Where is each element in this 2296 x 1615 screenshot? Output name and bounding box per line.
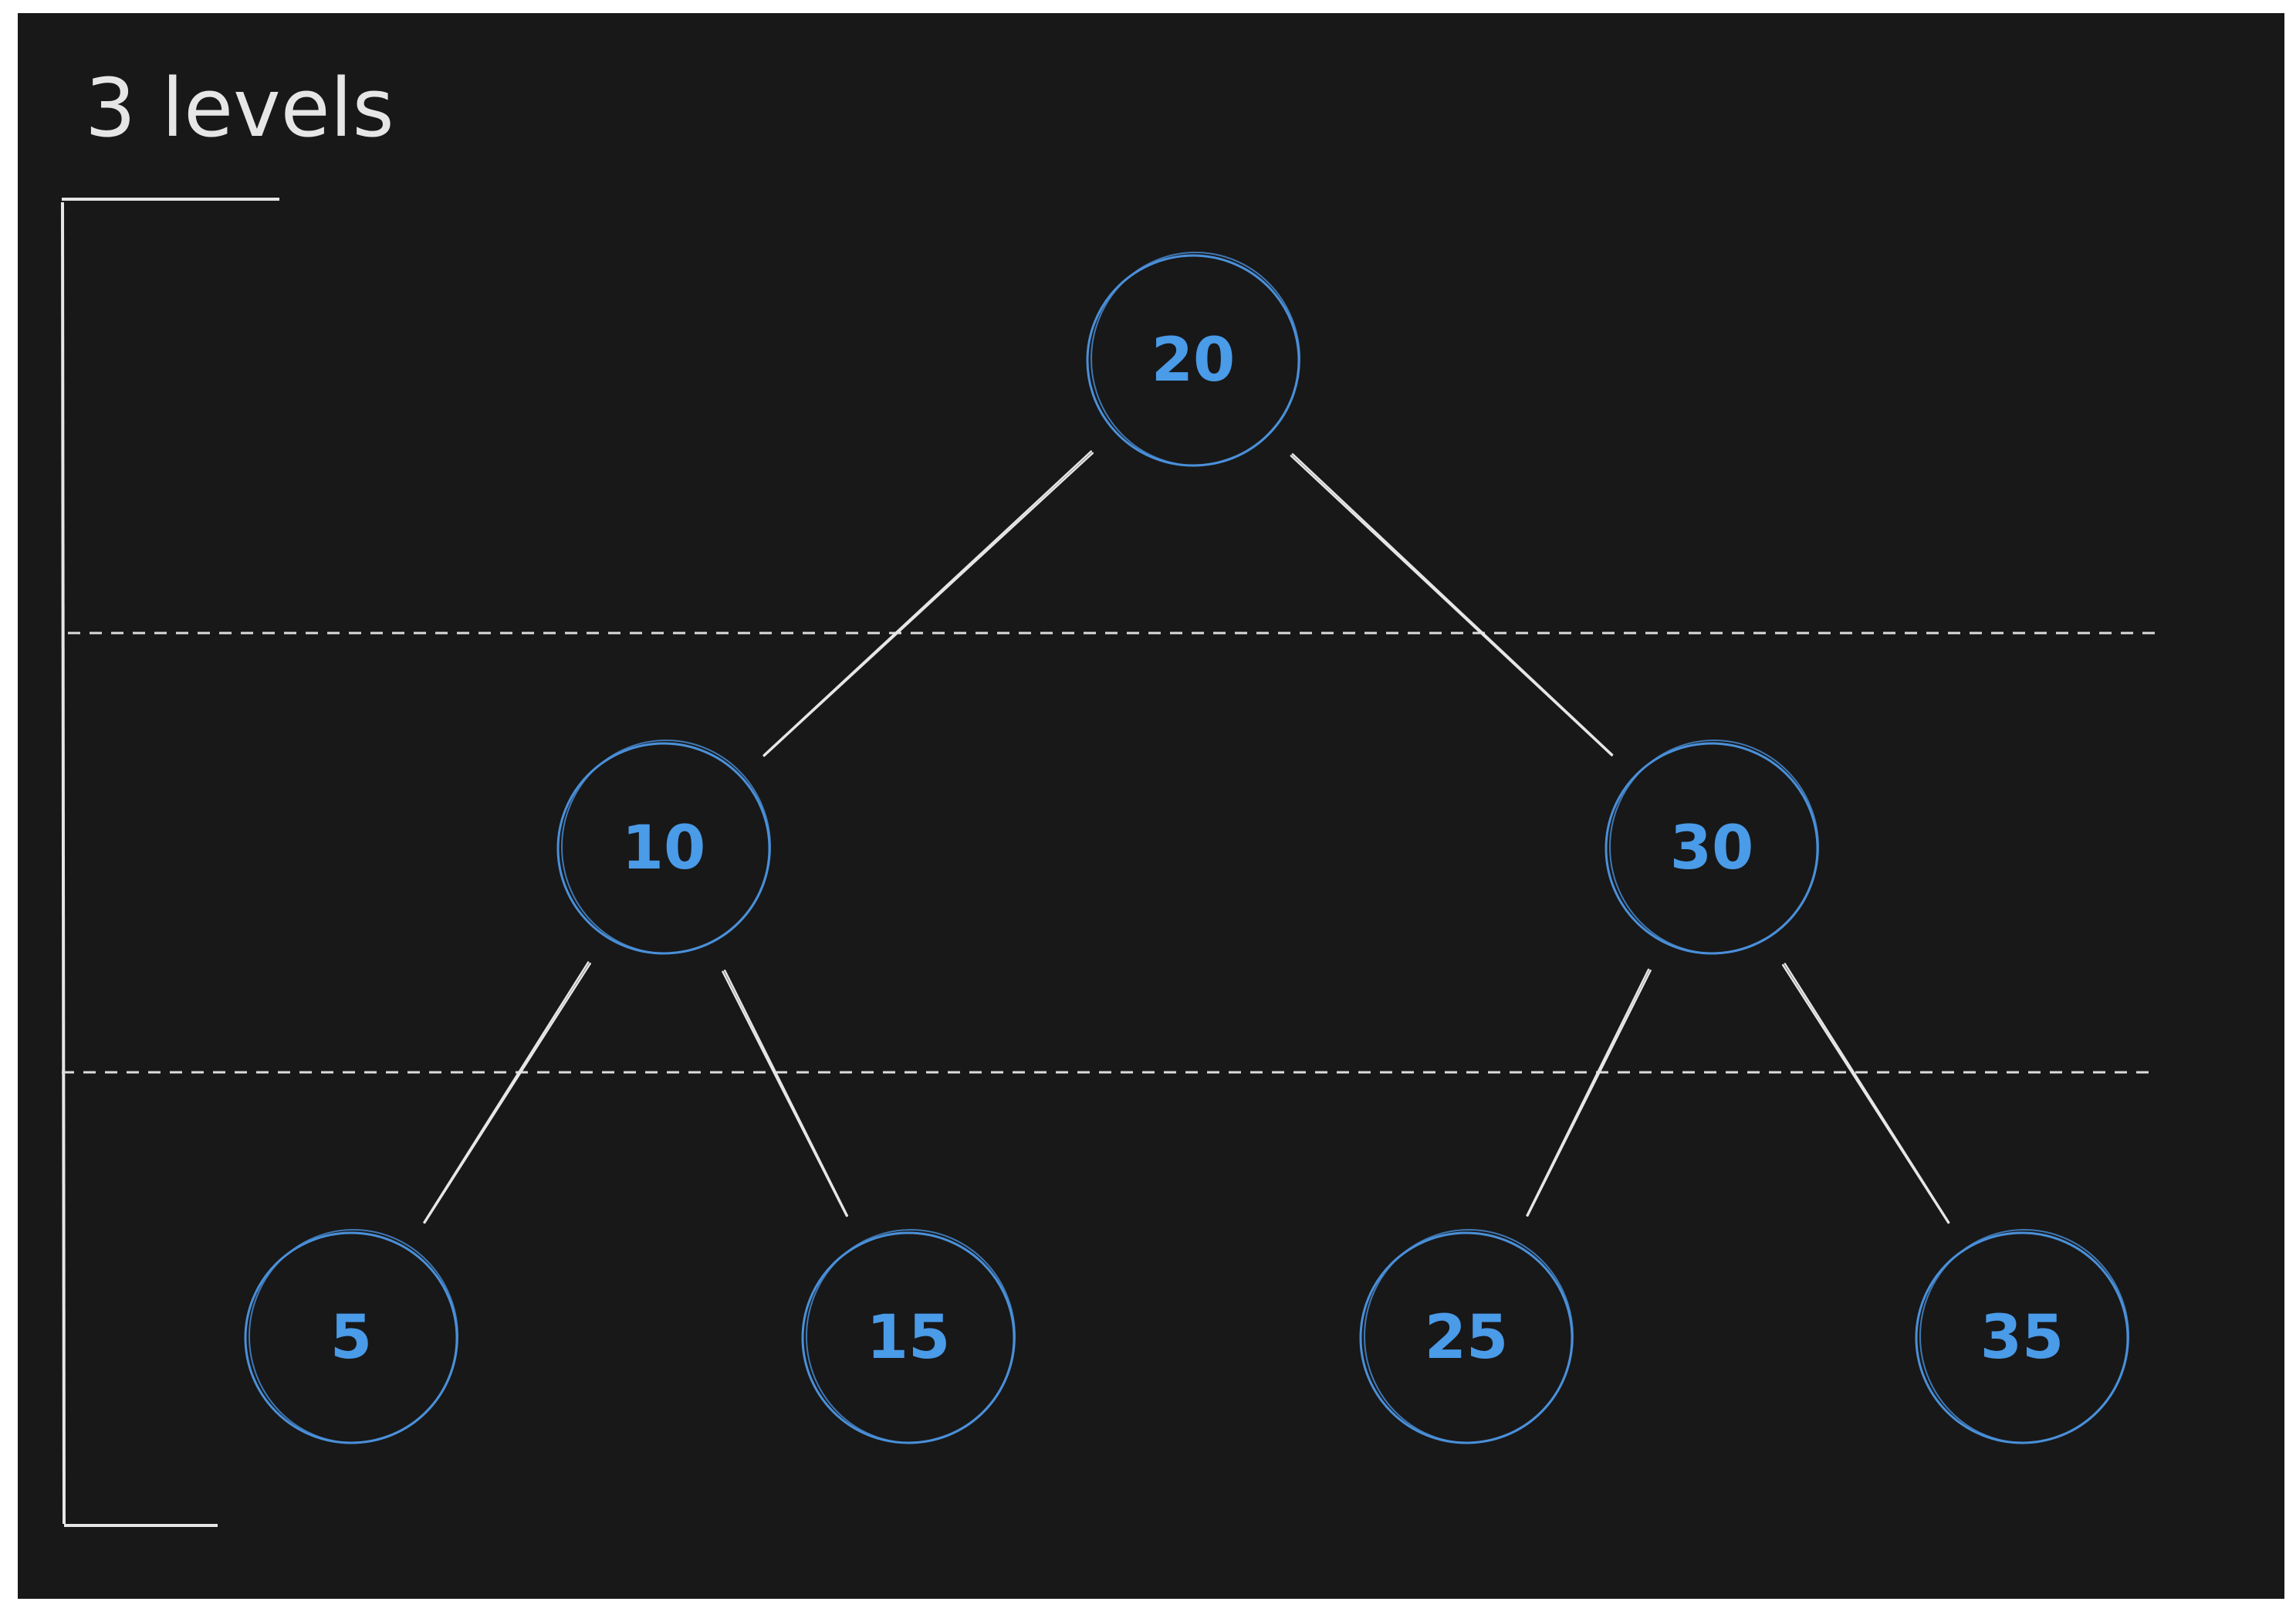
node-circle-sketch xyxy=(249,1229,458,1444)
node-35: 35 xyxy=(1915,1229,2129,1444)
tree-edges xyxy=(423,450,1950,1224)
title-label: 3 levels xyxy=(85,61,394,155)
node-10: 10 xyxy=(556,740,771,955)
node-30: 30 xyxy=(1604,740,1819,955)
edge-30-25 xyxy=(1526,968,1650,1217)
node-20: 20 xyxy=(1086,252,1300,467)
level-dividers xyxy=(62,631,2161,1074)
node-circle-sketch xyxy=(1364,1229,1574,1444)
node-5: 5 xyxy=(244,1229,458,1444)
node-label: 10 xyxy=(622,814,706,883)
edge-10-5 xyxy=(423,961,590,1224)
edge-20-10 xyxy=(763,452,1094,757)
tree-nodes: 5 10 15 20 25 30 35 xyxy=(244,252,2129,1444)
edge-20-10 xyxy=(763,450,1093,757)
level-bracket xyxy=(61,198,279,1527)
edge-20-30 xyxy=(1291,453,1614,756)
edge-20-30 xyxy=(1290,455,1613,757)
node-label: 35 xyxy=(1980,1303,2064,1373)
node-circle-sketch xyxy=(561,740,771,954)
edge-30-35 xyxy=(1781,963,1949,1224)
node-label: 30 xyxy=(1670,814,1754,883)
node-circle-sketch xyxy=(1609,740,1819,954)
node-15: 15 xyxy=(801,1229,1016,1444)
node-circle-sketch xyxy=(1091,252,1300,466)
node-label: 20 xyxy=(1151,326,1236,395)
canvas-background xyxy=(18,13,2284,1599)
node-label: 15 xyxy=(867,1303,951,1373)
edge-10-15 xyxy=(722,970,848,1217)
node-label: 5 xyxy=(330,1303,372,1373)
edge-10-15 xyxy=(723,970,849,1217)
node-label: 25 xyxy=(1425,1303,1509,1373)
bracket-vertical xyxy=(61,201,66,1525)
node-circle-sketch xyxy=(1919,1229,2129,1444)
node-circle-sketch xyxy=(806,1229,1016,1444)
node-25: 25 xyxy=(1359,1229,1574,1444)
